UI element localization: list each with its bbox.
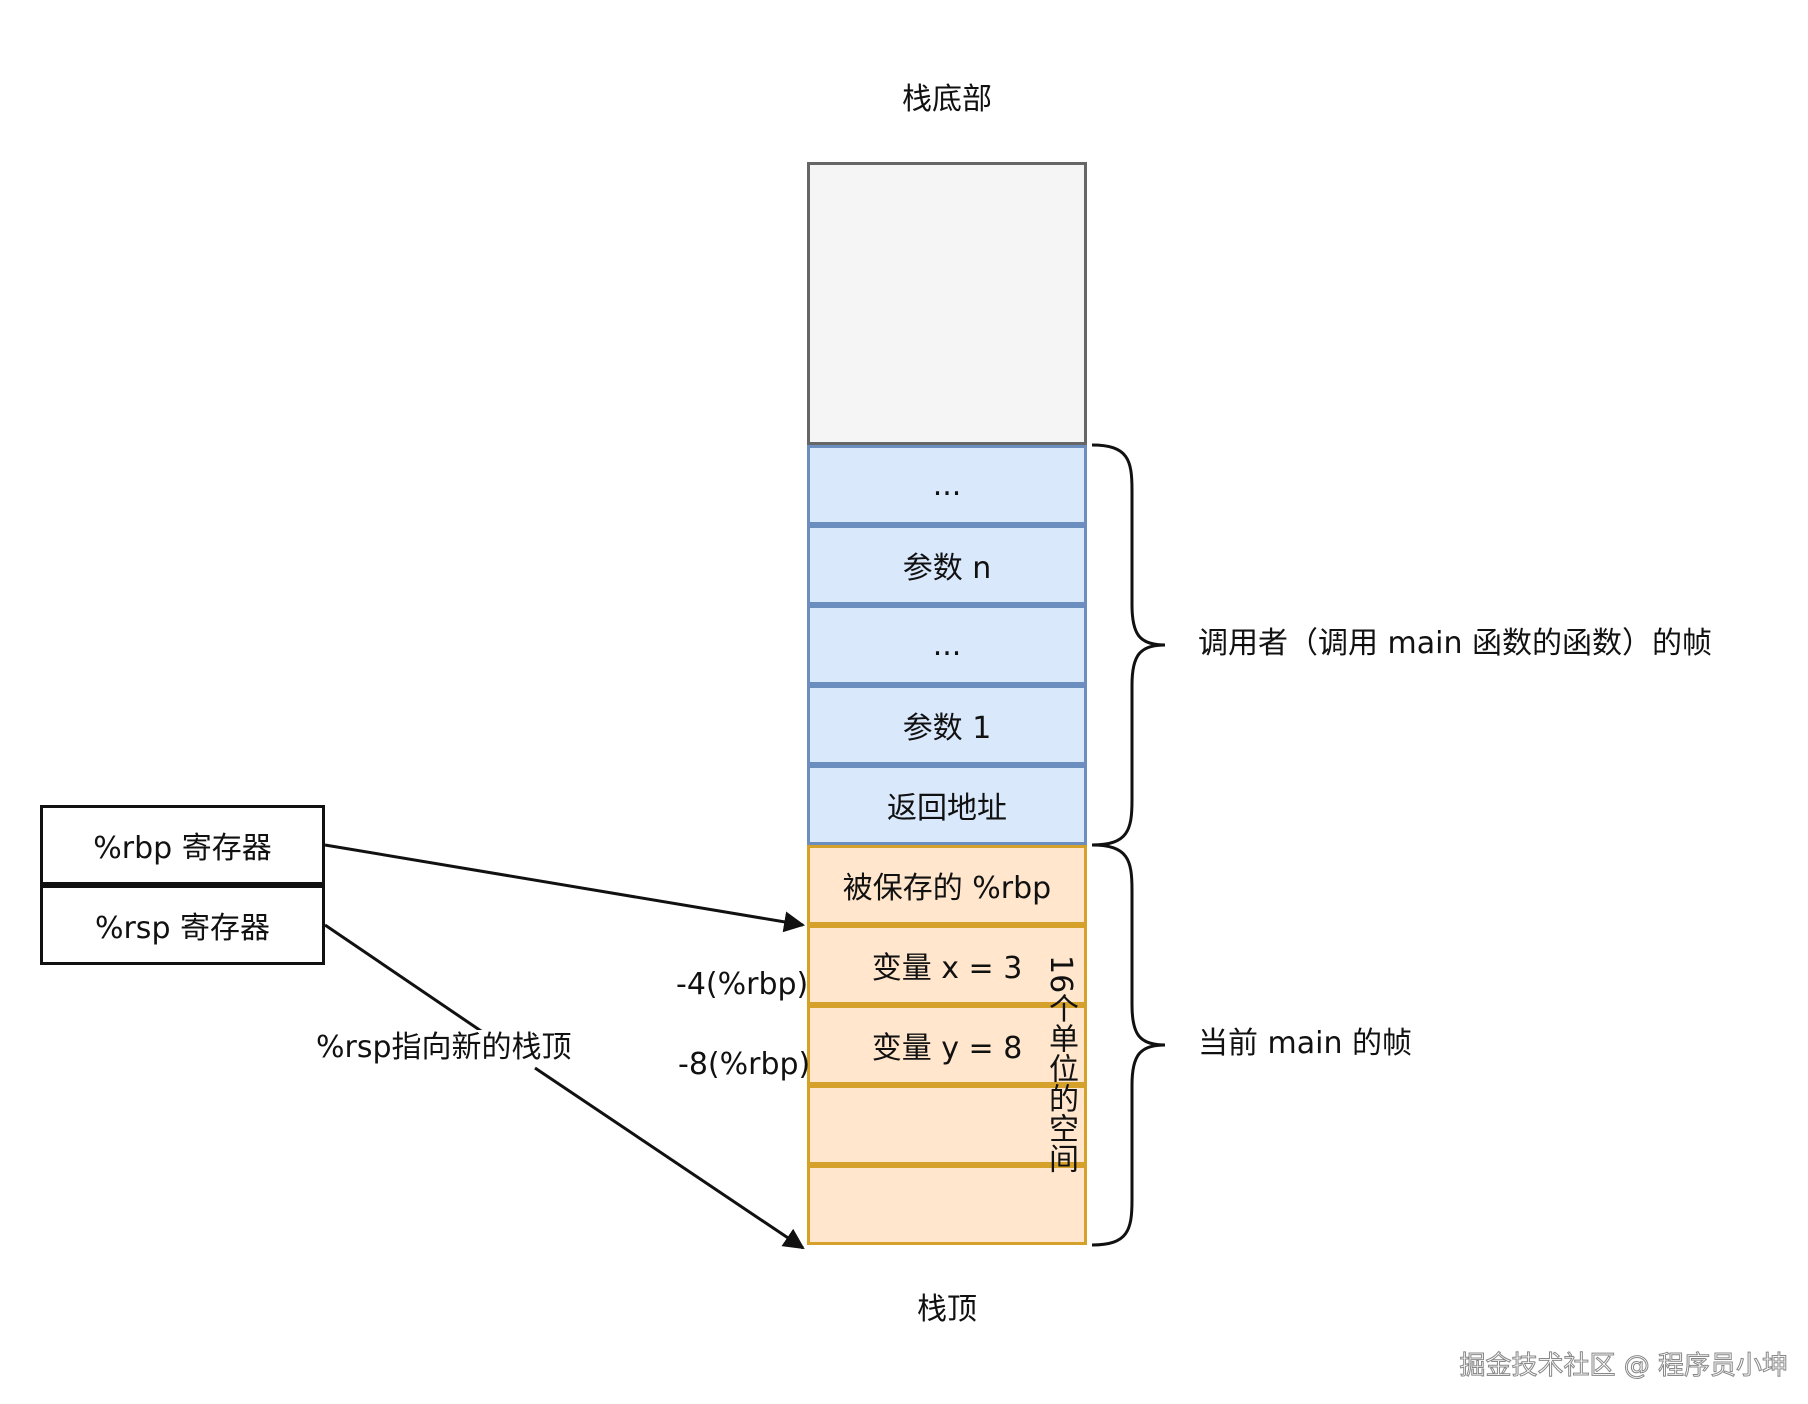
rbp-register-box: %rbp 寄存器	[40, 805, 325, 885]
caller-frame-brace	[1091, 443, 1166, 847]
caller-cell-ellipsis-1: ...	[807, 445, 1087, 525]
offset-x-label: -4(%rbp)	[676, 967, 809, 1002]
rsp-arrow-lower	[534, 1066, 805, 1250]
stack-bottom-label: 栈底部	[902, 82, 992, 117]
rsp-register-box: %rsp 寄存器	[40, 885, 325, 965]
rsp-arrow-label: %rsp指向新的栈顶	[314, 1030, 574, 1066]
frame-cell-empty-2	[807, 1165, 1087, 1245]
frame-cell-var-x: 变量 x = 3	[807, 925, 1087, 1005]
offset-y-label: -8(%rbp)	[678, 1047, 811, 1082]
caller-frame-label: 调用者（调用 main 函数的函数）的帧	[1198, 626, 1713, 661]
frame-cell-saved-rbp: 被保存的 %rbp	[807, 845, 1087, 925]
rbp-arrow	[324, 843, 806, 933]
space-size-label: 16个单位的空间	[1043, 955, 1078, 1174]
frame-cell-var-y: 变量 y = 8	[807, 1005, 1087, 1085]
rsp-arrow-upper	[324, 923, 485, 1035]
current-frame-label: 当前 main 的帧	[1198, 1026, 1413, 1061]
caller-cell-return-address: 返回地址	[807, 765, 1087, 845]
caller-cell-arg-1: 参数 1	[807, 685, 1087, 765]
watermark: 掘金技术社区 @ 程序员小坤	[1459, 1351, 1789, 1382]
current-frame-brace	[1091, 843, 1166, 1247]
stack-top-label: 栈顶	[917, 1292, 977, 1327]
caller-cell-ellipsis-2: ...	[807, 605, 1087, 685]
caller-cell-arg-n: 参数 n	[807, 525, 1087, 605]
frame-cell-empty-1	[807, 1085, 1087, 1165]
stack-bottom-region	[807, 162, 1087, 445]
